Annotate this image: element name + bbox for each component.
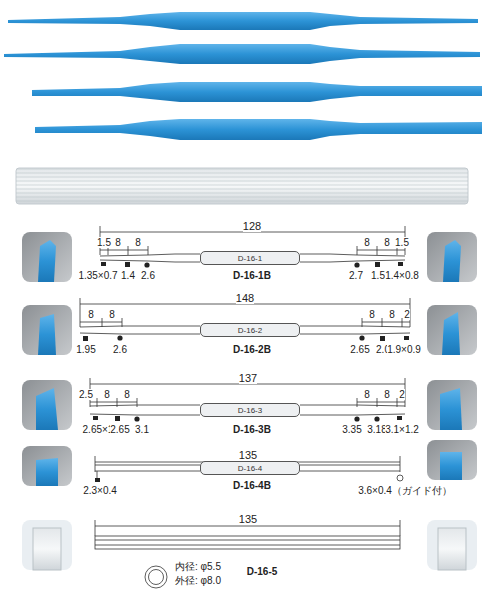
dimension-label: 3.1×1.2 bbox=[385, 424, 419, 435]
handle-label-box: D-16-2 bbox=[200, 323, 300, 337]
model-label: D-16-3 bbox=[238, 406, 262, 415]
dimension-label: 135 bbox=[239, 450, 257, 461]
dimension-label: 148 bbox=[236, 293, 254, 304]
handle-label-box: D-16-3 bbox=[200, 403, 300, 417]
tool-photos bbox=[4, 12, 482, 204]
dimension-label: 3.35 bbox=[342, 424, 361, 435]
dimension-label: 135 bbox=[239, 514, 257, 525]
dimension-label: 3.1 bbox=[135, 424, 149, 435]
dimension-label: 2.6 bbox=[141, 270, 155, 281]
dimension-label: 2.5 bbox=[79, 389, 93, 400]
model-number: D-16-4B bbox=[233, 480, 271, 491]
dimension-label: 2 bbox=[399, 389, 405, 400]
dimension-label: 1.35×0.7 bbox=[78, 270, 117, 281]
dimension-label: 137 bbox=[239, 373, 257, 384]
dimension-label: 2.65 bbox=[110, 424, 129, 435]
dimension-label: 内径: φ5.5 bbox=[175, 561, 221, 572]
dimension-label: 2.65×1 bbox=[83, 424, 114, 435]
dimension-label: 2 bbox=[404, 309, 410, 320]
dimension-label: 1.9×0.9 bbox=[387, 344, 421, 355]
dimension-label: 128 bbox=[243, 221, 261, 232]
dimension-label: 8 bbox=[104, 389, 110, 400]
dimension-label: 1.4×0.8 bbox=[385, 270, 419, 281]
model-label: D-16-2 bbox=[238, 326, 262, 335]
dimension-label: 2.7 bbox=[349, 270, 363, 281]
tip-photos bbox=[22, 232, 477, 570]
dimension-drawings bbox=[80, 226, 410, 588]
dimension-label: 8 bbox=[109, 309, 115, 320]
model-number: D-16-1B bbox=[233, 270, 271, 281]
dimension-label: 8 bbox=[124, 389, 130, 400]
dimension-label: 2.3×0.4 bbox=[83, 485, 117, 496]
dimension-label: 2.6 bbox=[113, 344, 127, 355]
dimension-label: 外径: φ8.0 bbox=[175, 575, 221, 586]
dimension-label: 8 bbox=[384, 389, 390, 400]
dimension-label: 8 bbox=[369, 309, 375, 320]
dimension-label: 8 bbox=[389, 309, 395, 320]
model-number: D-16-2B bbox=[233, 344, 271, 355]
dimension-label: 1.5 bbox=[97, 237, 111, 248]
model-label: D-16-4 bbox=[238, 464, 262, 473]
section-markers bbox=[83, 262, 409, 482]
dimension-label: 8 bbox=[88, 309, 94, 320]
dimension-label: 8 bbox=[364, 389, 370, 400]
dimension-label: 2.65 bbox=[350, 344, 369, 355]
dimension-label: 1.5 bbox=[371, 270, 385, 281]
dimension-label: 8 bbox=[364, 237, 370, 248]
dimension-label: 3.6×0.4（ガイド付） bbox=[358, 485, 452, 496]
dimension-label: 1.95 bbox=[76, 344, 95, 355]
model-label: D-16-1 bbox=[238, 254, 262, 263]
model-number: D-16-3B bbox=[233, 424, 271, 435]
model-number: D-16-5 bbox=[247, 566, 278, 577]
dimension-label: 3.18 bbox=[367, 424, 386, 435]
handle-label-box: D-16-4 bbox=[200, 461, 300, 475]
dimension-label: 8 bbox=[115, 237, 121, 248]
dimension-label: 1.4 bbox=[121, 270, 135, 281]
dimension-label: 1.5 bbox=[395, 237, 409, 248]
dimension-label: 8 bbox=[384, 237, 390, 248]
dimension-label: 8 bbox=[135, 237, 141, 248]
handle-label-box: D-16-1 bbox=[200, 251, 300, 265]
